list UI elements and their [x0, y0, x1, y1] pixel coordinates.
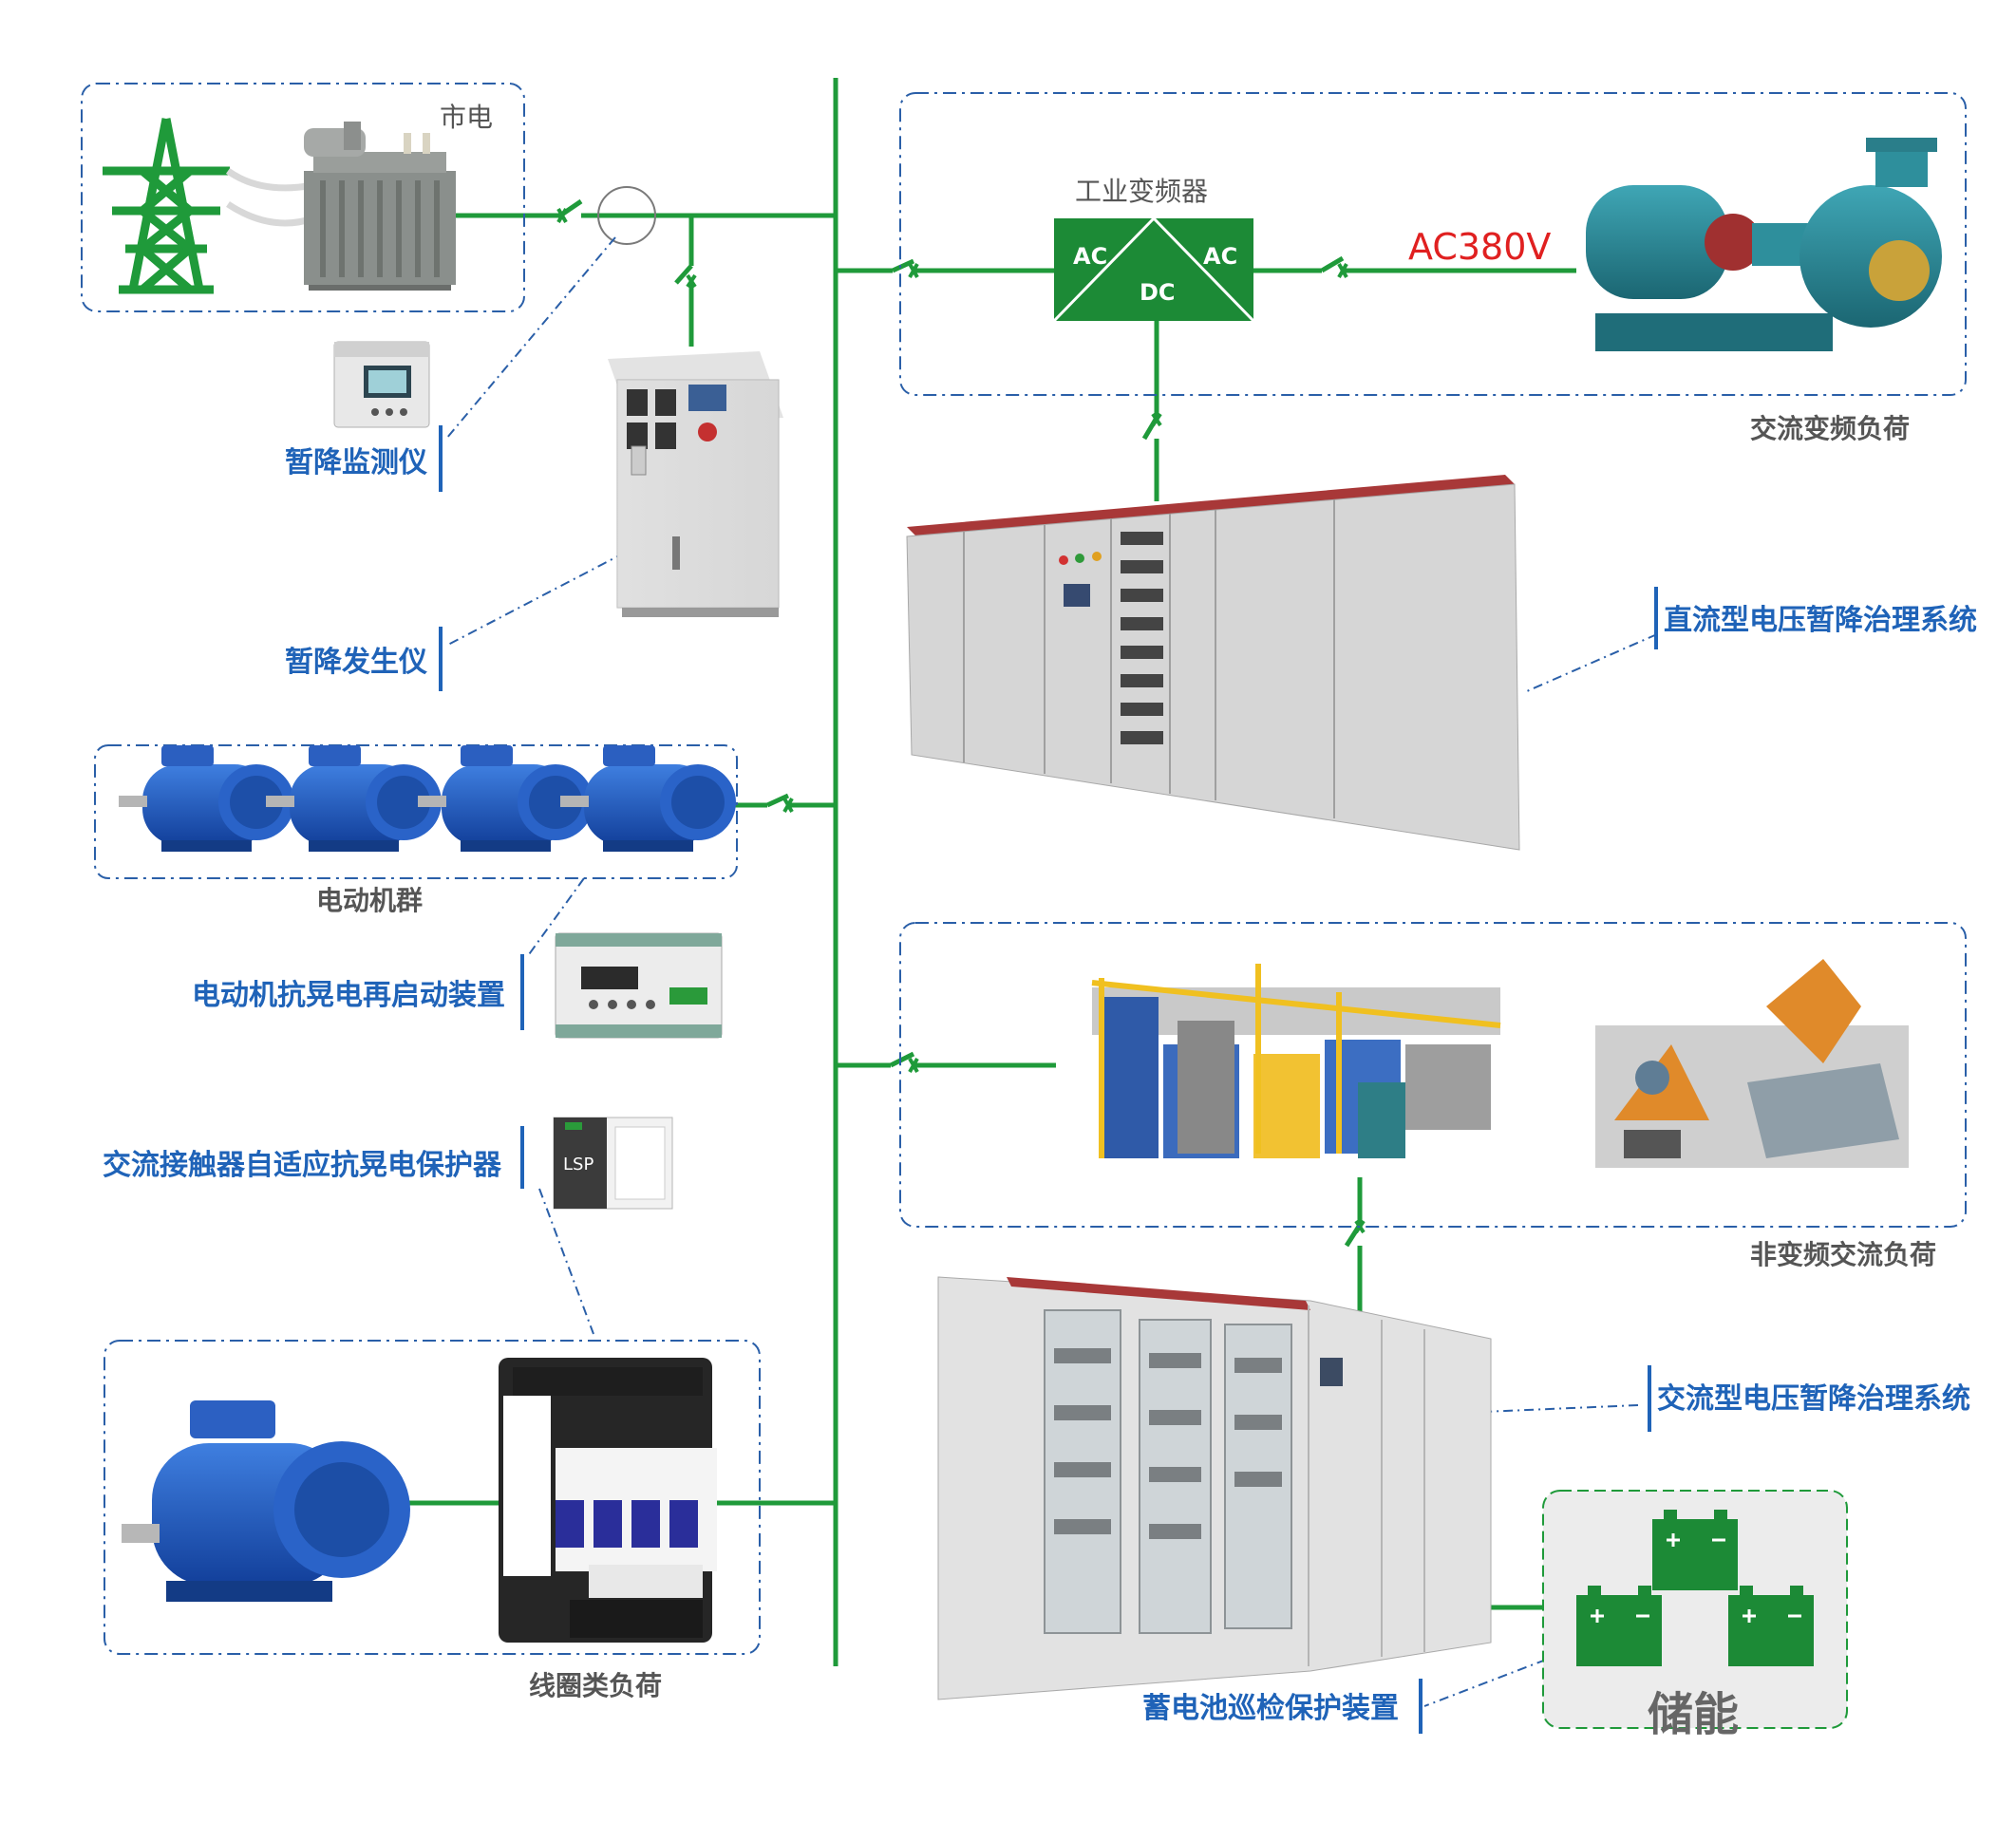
- motor-group-icons: [119, 745, 736, 852]
- section-boxes: [81, 83, 1967, 1655]
- transmission-tower-icon: [103, 118, 230, 294]
- main-bus: [406, 78, 1576, 1666]
- sag-generator-label: 暂降发生仪: [285, 646, 427, 679]
- battery-sign-icons: [1591, 1533, 1801, 1623]
- non-vfd-box: [899, 922, 1967, 1228]
- grid-label: 市电: [440, 102, 494, 133]
- contactor-protector-label: 交流接触器自适应抗晃电保护器: [103, 1149, 501, 1182]
- breaker-marks: [556, 208, 1366, 1234]
- converter-ac-out: AC: [1203, 243, 1237, 270]
- motor-group-box: [94, 744, 738, 879]
- robot-line-icon: [1595, 959, 1909, 1168]
- dc-cabinet-row: [906, 475, 1520, 851]
- grid-box: [81, 83, 525, 312]
- power-lines: [225, 168, 315, 227]
- sag-monitor-device: [333, 341, 430, 428]
- vfd-converter-icon: [1052, 216, 1255, 323]
- motor-restart-label: 电动机抗晃电再启动装置: [192, 979, 505, 1012]
- voltage-label: AC380V: [1408, 226, 1552, 268]
- restart-device: [555, 932, 723, 1039]
- leader-lines: [445, 236, 1658, 1707]
- lsp-label: LSP: [563, 1155, 593, 1174]
- storage-box: [1542, 1490, 1848, 1729]
- converter-title: 工业变频器: [1075, 176, 1209, 207]
- ac-system-label: 交流型电压暂降治理系统: [1657, 1382, 1970, 1416]
- motor-group-label: 电动机群: [316, 885, 424, 916]
- non-vfd-load-label: 非变频交流负荷: [1750, 1239, 1937, 1270]
- coil-load-box: [104, 1340, 761, 1655]
- ac-cabinet-row: [937, 1276, 1492, 1700]
- converter-ac-in: AC: [1073, 243, 1107, 270]
- transformer-icon: [304, 122, 456, 291]
- label-bars: [439, 425, 1658, 1734]
- production-line-icon: [1091, 964, 1501, 1158]
- coil-load-label: 线圈类负荷: [529, 1670, 663, 1701]
- coil-motor-icon: [122, 1400, 410, 1602]
- current-transformer-icon: [597, 186, 656, 245]
- sag-monitor-label: 暂降监测仪: [285, 446, 427, 479]
- sag-generator-device: [608, 351, 783, 617]
- vfd-box: [899, 92, 1967, 396]
- dc-system-label: 直流型电压暂降治理系统: [1664, 604, 1977, 637]
- lsp-protector-device: [553, 1117, 673, 1210]
- storage-label: 储能: [1648, 1688, 1740, 1741]
- vfd-load-label: 交流变频负荷: [1750, 413, 1911, 444]
- converter-dc: DC: [1140, 279, 1176, 306]
- contactor-icon: [499, 1358, 717, 1643]
- pump-icon: [1586, 138, 1942, 351]
- battery-inspection-label: 蓄电池巡检保护装置: [1142, 1692, 1399, 1725]
- battery-icons: [1576, 1510, 1814, 1666]
